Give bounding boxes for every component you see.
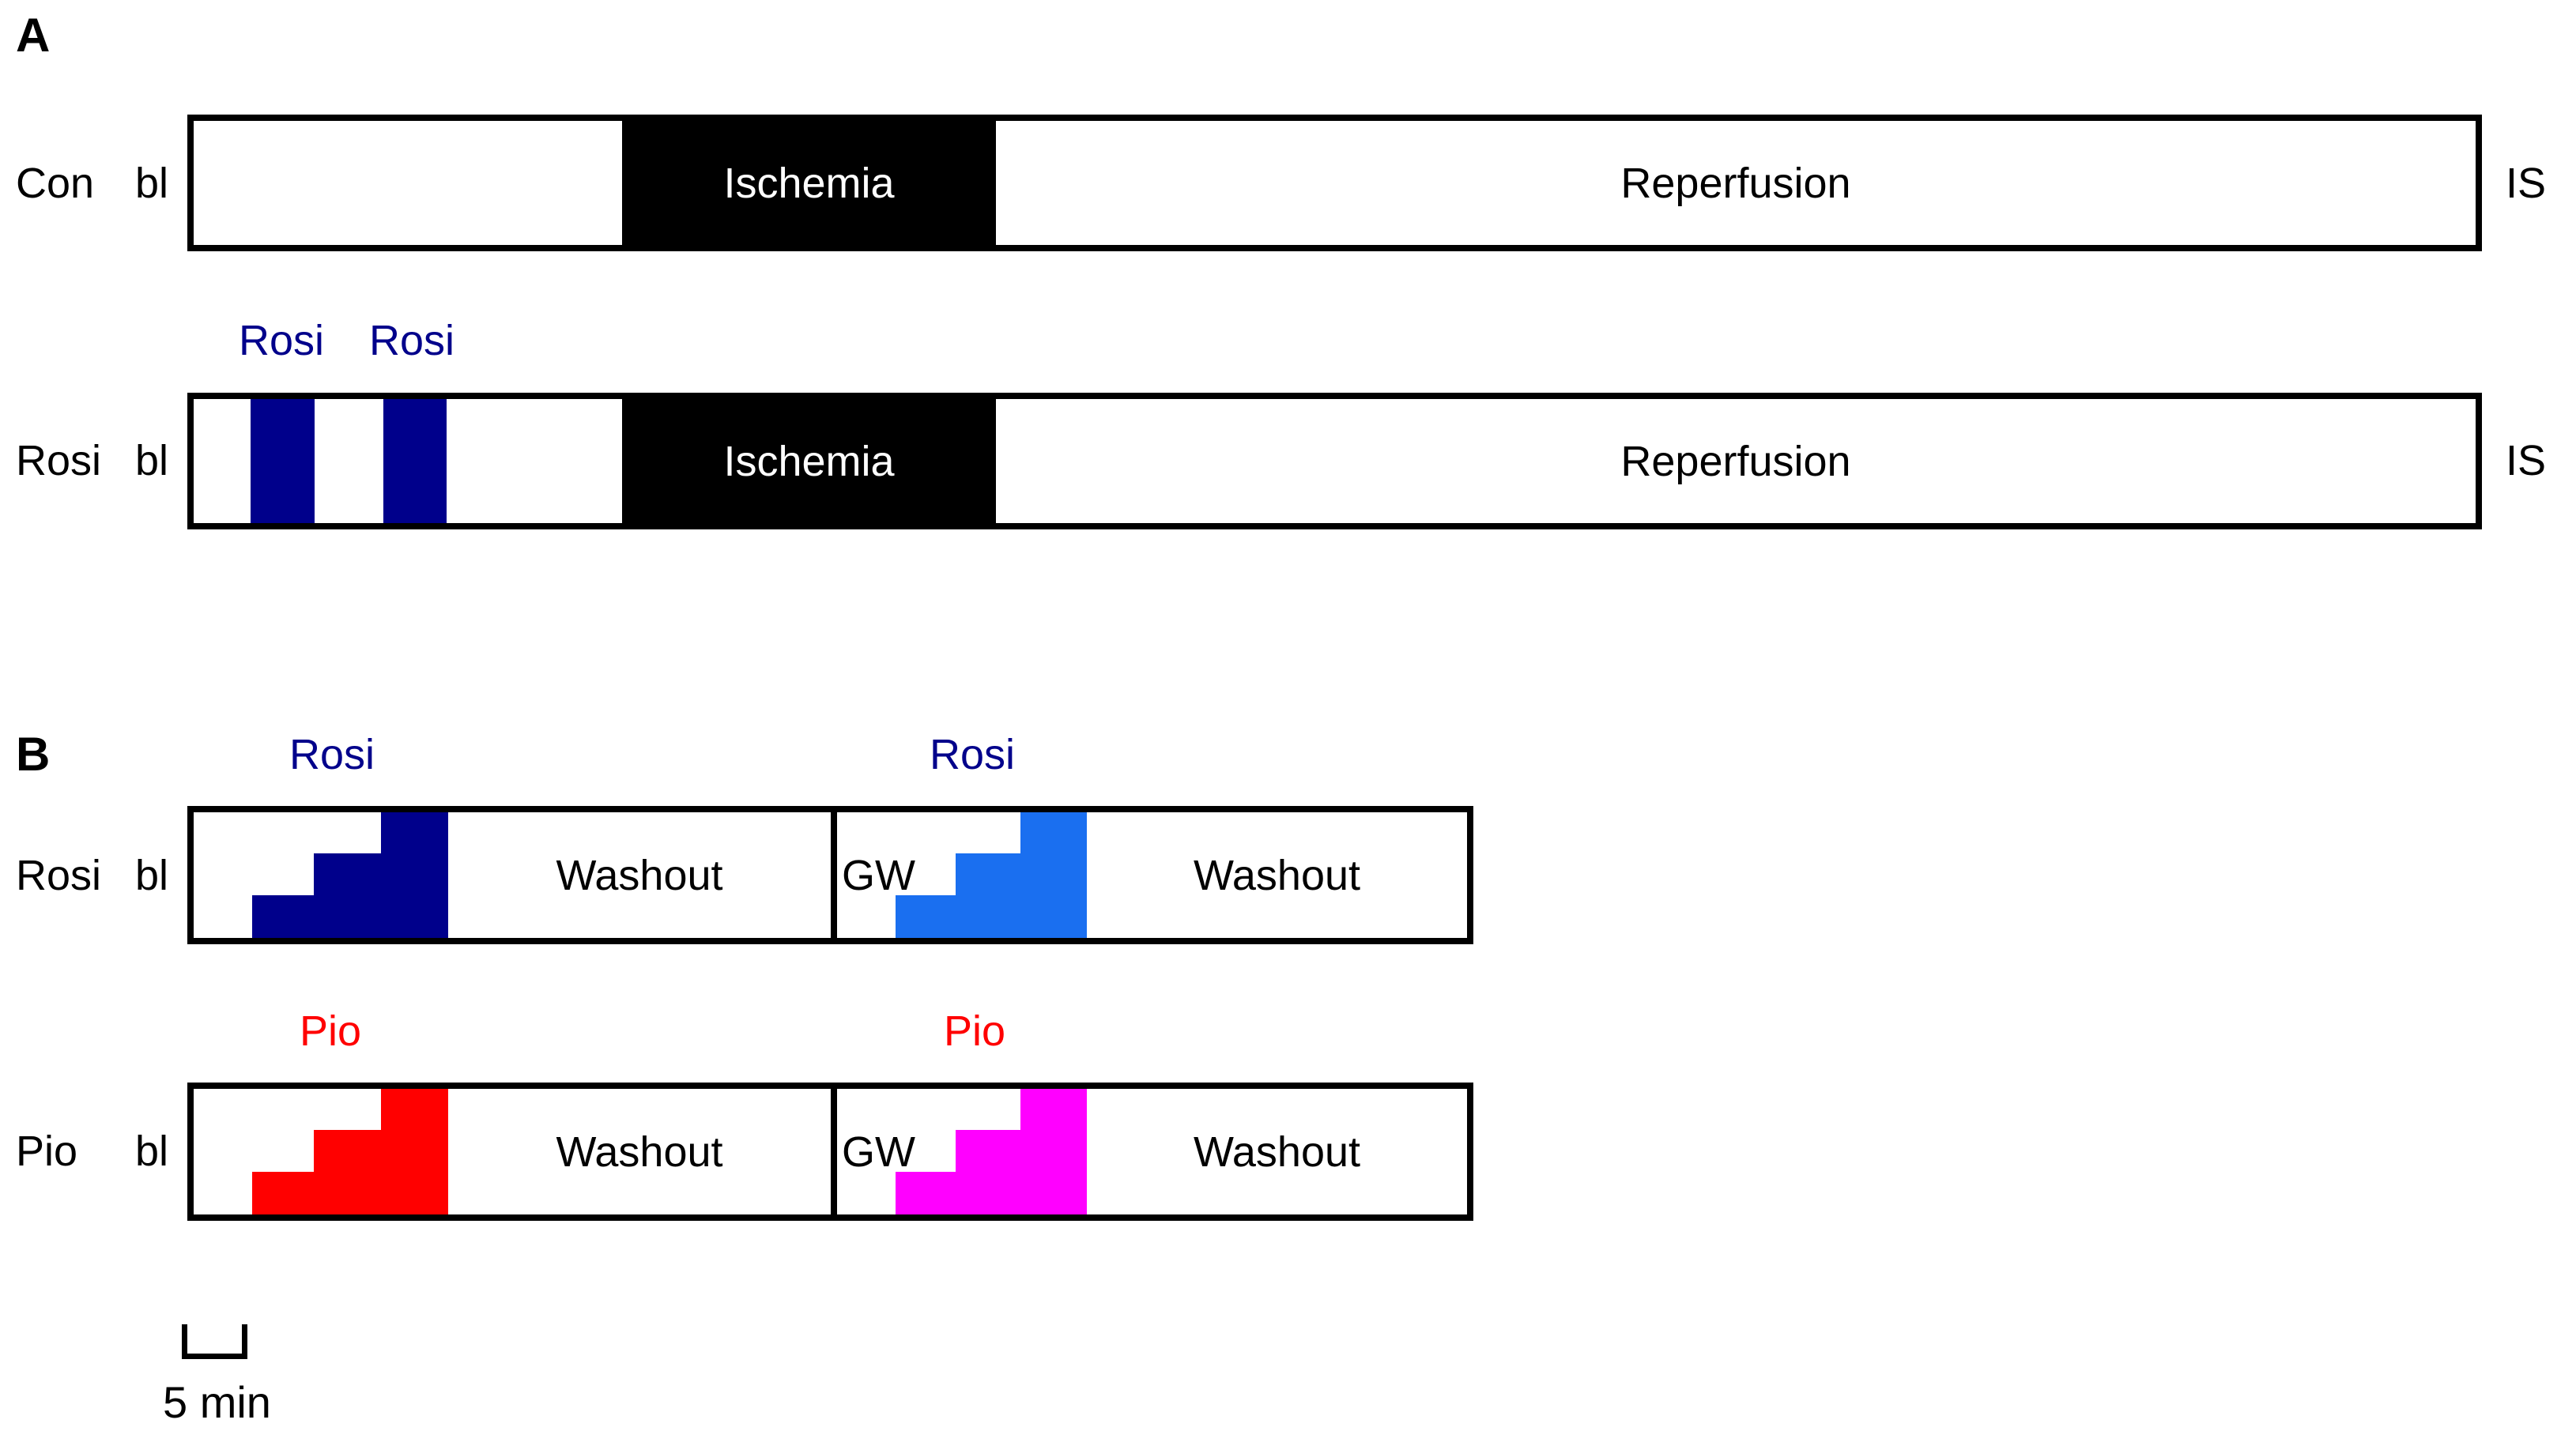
row-label-pio: Pio — [16, 1127, 78, 1175]
reperfusion-label: Reperfusion — [1620, 159, 1851, 207]
washout-label: Washout — [556, 851, 723, 899]
row-label-rosi-bl-suffix: bl — [134, 436, 168, 484]
pio-dose-step-1 — [252, 1171, 314, 1214]
row-label-rosi: Rosi — [16, 851, 102, 899]
pio-dose-label-1: Pio — [299, 1007, 362, 1055]
rosi-pulse-bar-1 — [251, 399, 315, 523]
pio-dose-segment: Washout — [194, 1089, 831, 1214]
pio-gw-dose-step-2 — [956, 1130, 1020, 1214]
rosi-gw-dose-step-1 — [896, 894, 956, 938]
segment-divider — [831, 1089, 837, 1214]
rosi-dose-label-1: Rosi — [289, 731, 375, 778]
timeline-control: Ischemia Reperfusion — [187, 115, 2482, 251]
row-label-rosi: Rosi — [16, 436, 102, 484]
segment-divider — [831, 812, 837, 938]
panel-b-letter: B — [16, 728, 51, 781]
pio-dose-step-2 — [314, 1130, 381, 1214]
gw-label: GW — [842, 1128, 915, 1176]
ischemia-segment: Ischemia — [622, 121, 996, 245]
scale-bar-label: 5 min — [163, 1377, 271, 1427]
row-label-con-bl: Con bl — [16, 115, 168, 251]
rosi-dose-label-2: Rosi — [929, 731, 1016, 778]
gw-rosi-segment: GW Washout — [837, 812, 1467, 938]
row-label-rosi-bl: Rosi bl — [16, 393, 168, 528]
gw-label: GW — [842, 851, 915, 899]
baseline-segment — [194, 399, 622, 523]
rosi-pulse-bar-2 — [383, 399, 447, 523]
row-label-con-bl-suffix: bl — [134, 159, 168, 207]
pio-gw-dose-step-1 — [896, 1171, 956, 1214]
row-label-rosi-bl: Rosi bl — [16, 806, 168, 944]
pio-dose-step-3 — [381, 1089, 448, 1214]
rosi-pulse-label-1: Rosi — [238, 317, 325, 364]
scale-bar-bracket — [182, 1324, 247, 1359]
gw-pio-segment: GW Washout — [837, 1089, 1467, 1214]
rosi-dose-step-3 — [381, 812, 448, 938]
panel-a-letter: A — [16, 9, 51, 62]
row-label-pio-bl-suffix: bl — [134, 1127, 168, 1175]
washout-label: Washout — [1193, 1128, 1361, 1176]
reperfusion-segment: Reperfusion — [996, 121, 2476, 245]
ischemia-label: Ischemia — [723, 159, 895, 207]
ischemia-label: Ischemia — [723, 437, 895, 485]
rosi-pulse-label-2: Rosi — [368, 317, 455, 364]
is-endpoint-label: IS — [2506, 436, 2547, 484]
concentration-row-rosi: Washout GW Washout — [187, 806, 1473, 944]
row-label-con: Con — [16, 159, 95, 207]
ischemia-segment: Ischemia — [622, 399, 996, 523]
rosi-gw-dose-step-3 — [1020, 812, 1087, 938]
reperfusion-label: Reperfusion — [1620, 437, 1851, 485]
washout-label: Washout — [1193, 851, 1361, 899]
concentration-row-pio: Washout GW Washout — [187, 1083, 1473, 1221]
washout-label: Washout — [556, 1128, 723, 1176]
rosi-dose-step-1 — [252, 894, 314, 938]
is-endpoint-label: IS — [2506, 159, 2547, 207]
timeline-rosi: Ischemia Reperfusion — [187, 393, 2482, 529]
rosi-dose-step-2 — [314, 853, 381, 938]
row-label-pio-bl: Pio bl — [16, 1083, 168, 1219]
baseline-segment — [194, 121, 622, 245]
row-label-rosi-bl-suffix: bl — [134, 851, 168, 899]
rosi-gw-dose-step-2 — [956, 853, 1020, 938]
pio-gw-dose-step-3 — [1020, 1089, 1087, 1214]
pio-dose-label-2: Pio — [943, 1007, 1006, 1055]
reperfusion-segment: Reperfusion — [996, 399, 2476, 523]
rosi-dose-segment: Washout — [194, 812, 831, 938]
